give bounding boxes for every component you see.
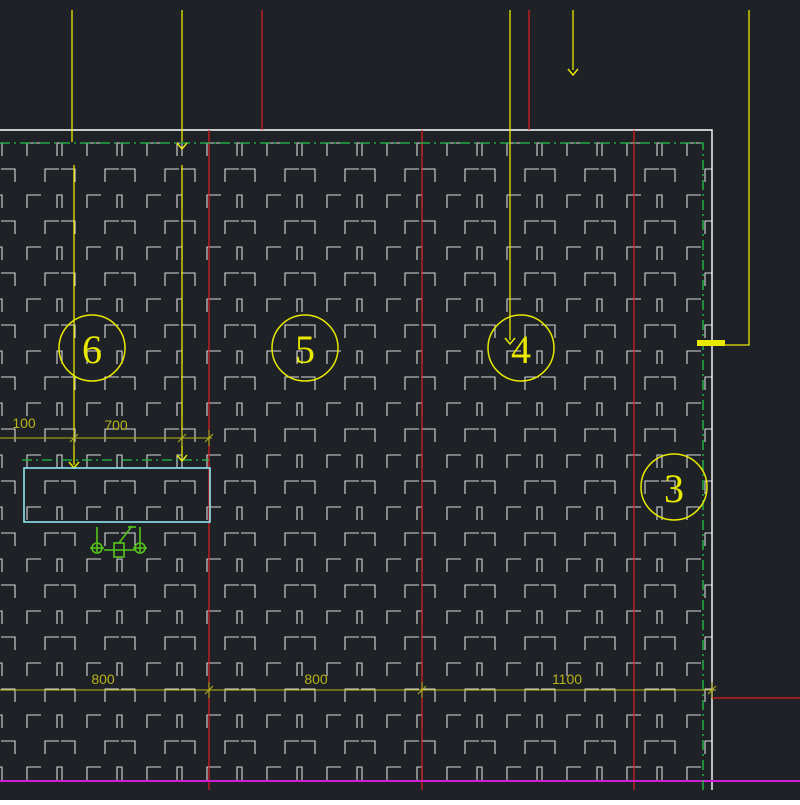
pendant-fixture-icon (90, 525, 147, 558)
dimension-label-bottom-1: 800 (91, 671, 115, 687)
axis-bubble-3[interactable]: 3 (640, 453, 708, 521)
axis-bubble-label: 6 (82, 327, 102, 372)
marker-bar (697, 340, 725, 346)
axis-bubble-label: 4 (511, 327, 531, 372)
arrow-down-icon (504, 337, 516, 346)
axis-bubble-4[interactable]: 4 (487, 314, 555, 382)
dimension-label-100: 100 (12, 415, 36, 431)
axis-bubble-label: 3 (664, 466, 684, 511)
room-outline (0, 129, 713, 790)
dimension-top: 100 700 (0, 415, 214, 446)
axis-bubble-label: 5 (295, 327, 315, 372)
light-fixture-outline[interactable] (23, 467, 211, 523)
dimension-label-bottom-2: 800 (304, 671, 328, 687)
arrow-down-icon (567, 68, 579, 77)
arrow-down-icon (176, 142, 188, 151)
arrow-down-icon (176, 454, 188, 463)
axis-bubble-5[interactable]: 5 (271, 314, 339, 382)
dimension-label-700: 700 (104, 417, 128, 433)
dimension-label-bottom-3: 1100 (552, 671, 582, 687)
grid-pattern-icon (0, 130, 712, 790)
axis-bubble-6[interactable]: 6 (58, 314, 126, 382)
centerline-outer (0, 142, 704, 790)
dimension-bottom: 800 800 1100 (0, 671, 717, 698)
